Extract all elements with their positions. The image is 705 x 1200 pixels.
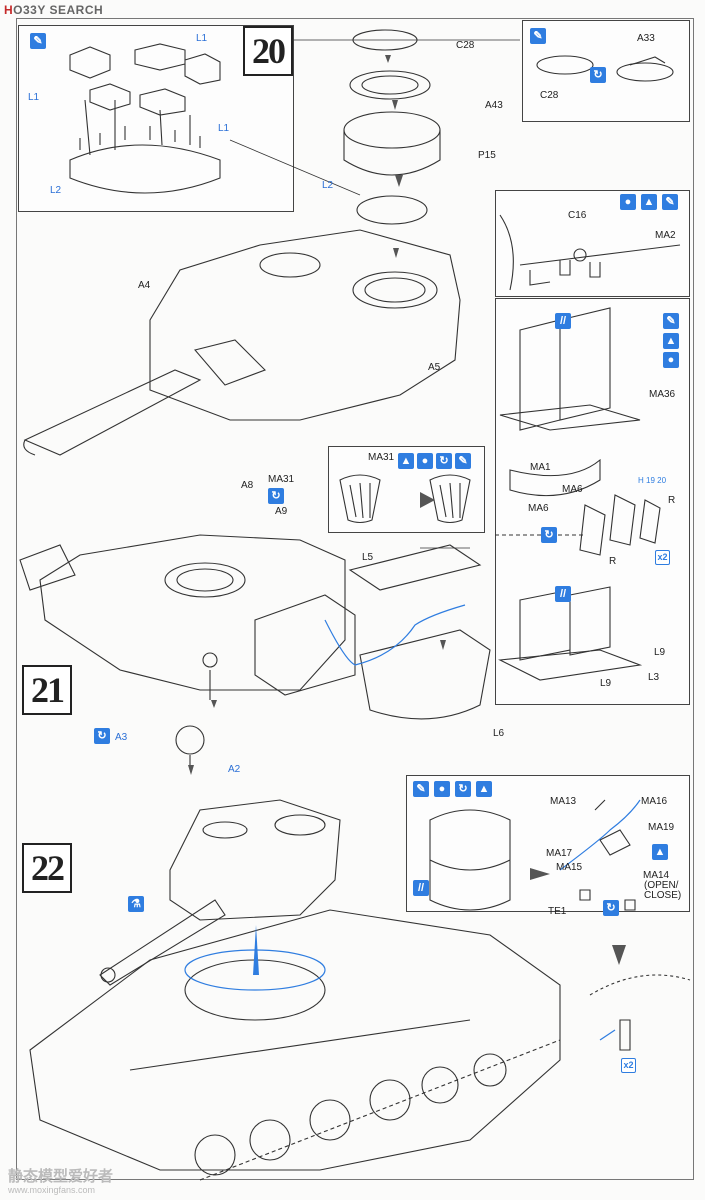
label-MA2: MA2 <box>655 230 676 241</box>
label-L1-a: L1 <box>196 33 208 44</box>
label-L9-a: L9 <box>654 647 666 658</box>
label-R-1: R <box>668 495 676 506</box>
label-L1-b: L1 <box>28 92 40 103</box>
hatch-detail-box <box>522 20 690 122</box>
alternate-icon: ↻ <box>268 488 284 504</box>
cement-icon: ● <box>417 453 433 469</box>
cement-icon: ● <box>620 194 636 210</box>
label-C16: C16 <box>568 210 587 221</box>
stowage-detail-box <box>495 298 690 705</box>
label-close: CLOSE) <box>644 890 682 901</box>
label-A8: A8 <box>241 480 254 491</box>
label-open: (OPEN/ <box>644 880 679 891</box>
label-L6: L6 <box>493 728 505 739</box>
label-A4: A4 <box>138 280 151 291</box>
label-A5: A5 <box>428 362 441 373</box>
label-MA16: MA16 <box>641 796 668 807</box>
label-MA17: MA17 <box>546 848 573 859</box>
label-L2-b: L2 <box>322 180 334 191</box>
label-part-sheet: H <box>638 476 644 485</box>
watermark-title: 静态模型爱好者 <box>8 1168 114 1185</box>
glue-icon: ✎ <box>530 28 546 44</box>
label-MA6-b: MA6 <box>528 503 549 514</box>
glue-icon: ✎ <box>455 453 471 469</box>
label-MA19: MA19 <box>648 822 675 833</box>
glue-icon: ✎ <box>662 194 678 210</box>
paint-icon: ▲ <box>652 844 668 860</box>
watermark-url: www.moxingfans.com <box>8 1185 96 1195</box>
glue-icon: ✎ <box>30 33 46 49</box>
paint-icon: ▲ <box>476 781 492 797</box>
drill-icon: ⚗ <box>128 896 144 912</box>
label-A2: A2 <box>228 764 241 775</box>
label-L2-a: L2 <box>50 185 62 196</box>
label-L3: L3 <box>648 672 660 683</box>
label-L5: L5 <box>362 552 374 563</box>
alternate-icon: ↻ <box>436 453 452 469</box>
label-P15: P15 <box>478 150 496 161</box>
alternate-icon: ↻ <box>541 527 557 543</box>
cut-icon: // <box>555 313 571 329</box>
alternate-icon: ↻ <box>94 728 110 744</box>
label-TE1: TE1 <box>548 906 567 917</box>
alternate-icon: ↻ <box>455 781 471 797</box>
mantlet-detail-box <box>495 190 690 297</box>
label-A3: A3 <box>115 732 128 743</box>
step-number-21: 21 <box>22 665 72 715</box>
site-logo: HO33Y SEARCH <box>4 3 104 17</box>
label-C28-a: C28 <box>456 40 475 51</box>
glue-icon: ✎ <box>413 781 429 797</box>
paint-icon: ▲ <box>641 194 657 210</box>
label-MA14: MA14 <box>643 870 670 881</box>
multiply-2-icon: x2 <box>621 1058 636 1073</box>
cut-icon: // <box>413 880 429 896</box>
label-L1-c: L1 <box>218 123 230 134</box>
step-number-22: 22 <box>22 843 72 893</box>
label-part-sheet-num: 19 20 <box>646 476 667 485</box>
cement-icon: ● <box>434 781 450 797</box>
multiply-2-icon: x2 <box>655 550 670 565</box>
label-L9-b: L9 <box>600 678 612 689</box>
label-MA1: MA1 <box>530 462 551 473</box>
alternate-icon: ↻ <box>590 67 606 83</box>
cement-icon: ● <box>663 352 679 368</box>
label-MA6-a: MA6 <box>562 484 583 495</box>
label-MA13: MA13 <box>550 796 577 807</box>
label-A9: A9 <box>275 506 288 517</box>
label-MA36: MA36 <box>649 389 676 400</box>
alternate-icon: ↻ <box>603 900 619 916</box>
label-R-2: R <box>609 556 617 567</box>
label-C28-b: C28 <box>540 90 559 101</box>
label-MA31-a: MA31 <box>368 452 395 463</box>
paint-icon: ▲ <box>398 453 414 469</box>
label-A43: A43 <box>485 100 503 111</box>
label-MA15: MA15 <box>556 862 583 873</box>
cut-icon: // <box>555 586 571 602</box>
label-MA31-b: MA31 <box>268 474 295 485</box>
hook-detail-box <box>406 775 690 912</box>
page-border <box>16 18 694 1180</box>
step-number-20: 20 <box>243 26 293 76</box>
label-A33: A33 <box>637 33 655 44</box>
glue-icon: ✎ <box>663 313 679 329</box>
paint-icon: ▲ <box>663 333 679 349</box>
